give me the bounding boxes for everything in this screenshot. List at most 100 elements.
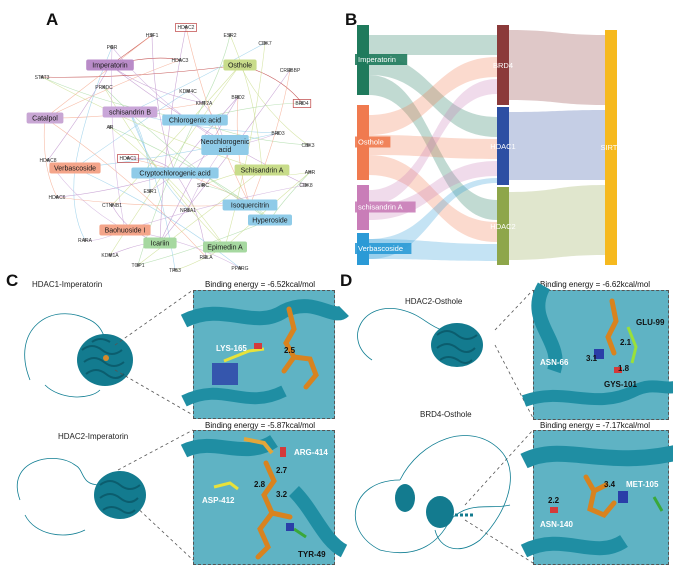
dock-zoom-d-bottom: MET-105 ASN-140 3.4 2.2 (520, 430, 673, 565)
compound-node-isoquercitrin (222, 199, 278, 211)
target-node-ctnnb1 (110, 203, 114, 207)
compound-node-cryptochlorogenic-acid (131, 167, 219, 179)
sankey-source-label-osthole: Osthole (358, 138, 384, 147)
panel-c-label: C (6, 271, 19, 290)
network-edge-1-2 (239, 64, 309, 146)
compound-label-baohuoside-i: Baohuoside I (105, 228, 146, 235)
target-node-hdac2 (184, 25, 188, 29)
compound-node-hyperoside (248, 214, 292, 226)
sankey-sink-link-2 (509, 185, 605, 260)
d-top-distance-2: 1.8 (618, 364, 630, 373)
d-top-residue-0: GLU-99 (636, 318, 665, 327)
sankey-link-1 (369, 55, 497, 137)
sankey-source-label-verbascoside: Verbascoside (358, 244, 403, 253)
network-edge-8-1 (74, 167, 241, 269)
d-bottom-residue-1: ASN-140 (540, 520, 573, 529)
sankey-link-0 (369, 35, 497, 55)
compound-label-epimedin-a: Epimedin A (207, 245, 243, 252)
compound-label-osthole: Osthole (228, 63, 252, 70)
target-node-kdm4c (186, 89, 190, 93)
target-label-kdm4c: KDM4C (179, 89, 197, 95)
target-box-hdac1 (117, 154, 139, 163)
network-edge-13-1 (224, 42, 266, 248)
target-node-cbx3 (306, 143, 310, 147)
target-node-hsf1 (150, 33, 154, 37)
compound-node-baohuoside-i (99, 224, 151, 236)
network-edge-12-2 (159, 26, 187, 244)
panel-d-label: D (340, 271, 353, 290)
target-node-cdk8 (304, 183, 308, 187)
target-label-rara: RARA (78, 238, 93, 244)
sankey-source-label-imperatorin: Imperatorin (358, 55, 396, 64)
sankey-source-label-bg-verbascoside (355, 243, 412, 254)
c-top-residue-0: LYS-165 (216, 344, 247, 353)
sankey-target-label-hdac1: HDAC1 (490, 142, 515, 151)
c-top-title: HDAC1-Imperatorin (32, 280, 103, 289)
compound-label-imperatorin: Imperatorin (92, 63, 128, 70)
compound-label-neochlorogenic-acid-2: acid (219, 147, 232, 154)
target-label-ar: AR (107, 125, 114, 131)
network-edge-4-0 (137, 119, 196, 266)
sankey-target-label-hdac2: HDAC2 (490, 222, 515, 231)
target-node-hdac8 (46, 158, 50, 162)
network-edge-3-2 (44, 34, 153, 119)
target-label-crebbp: CREBBP (280, 68, 301, 74)
network-edge-2-4 (129, 42, 266, 113)
c-bottom-residue-2: TYR-49 (298, 550, 326, 559)
target-node-hdac1 (126, 156, 130, 160)
target-label-pparg: PPARG (231, 266, 248, 272)
target-label-hdac3: HDAC3 (172, 58, 189, 64)
target-label-nr3a1: NR3A1 (180, 208, 196, 214)
compound-target-network: HSF1HDAC2ESR2CDK7PGRHDAC3CREBBPSTAT3PRKD… (26, 23, 316, 274)
network-edge-1-3 (111, 64, 241, 206)
compound-label-hyperoside: Hyperoside (252, 218, 288, 225)
network-edge-3-1 (44, 117, 207, 258)
target-node-stat3 (40, 75, 44, 79)
target-label-esr2: ESR2 (223, 33, 236, 39)
compound-label-chlorogenic-acid: Chlorogenic acid (169, 118, 221, 125)
c-bottom-distance-0: 2.8 (254, 480, 266, 489)
target-label-prkdc: PRKDC (95, 85, 113, 91)
network-edge-9-1 (249, 69, 291, 206)
target-label-hdac8: HDAC8 (40, 158, 57, 164)
network-edge-8-0 (73, 167, 86, 241)
compound-node-catalpol (26, 112, 64, 124)
target-label-brd3: BRD3 (271, 131, 285, 137)
target-label-kmt2a: KMT2A (196, 101, 213, 107)
d-top-distance-0: 2.1 (620, 338, 632, 347)
network-edge-4-1 (194, 34, 231, 121)
d-bottom-distance-0: 3.4 (604, 480, 616, 489)
target-label-pgr: PGR (107, 45, 118, 51)
c-bottom-distance-1: 2.7 (276, 466, 288, 475)
sankey-target-hdac2 (497, 187, 509, 265)
target-node-ahr (308, 170, 312, 174)
network-edge-11-1 (124, 184, 307, 231)
d-bottom-title: BRD4-Osthole (420, 410, 472, 419)
protein-structure-hdac1 (24, 313, 133, 398)
target-label-brd4: BRD4 (295, 101, 309, 107)
dock-zoom-c-bottom: ARG-414 ASP-412 TYR-49 2.8 2.7 3.2 (180, 430, 348, 565)
target-node-top1 (136, 263, 140, 267)
compound-label-neochlorogenic-acid: Neochlorogenic (201, 139, 250, 146)
target-node-kdm1a (108, 253, 112, 257)
target-node-hdac6 (55, 195, 59, 199)
compound-label-icariin: Icariin (151, 241, 170, 248)
c-bottom-residue-1: ASP-412 (202, 496, 235, 505)
target-label-hsf1: HSF1 (146, 33, 159, 39)
target-label-brd2: BRD2 (231, 95, 245, 101)
target-label-esr1: ESR1 (143, 189, 156, 195)
target-node-crebbp (288, 68, 292, 72)
panel-b-label: B (345, 10, 358, 29)
c-bottom-distance-2: 3.2 (276, 490, 288, 499)
target-node-cdk7 (263, 41, 267, 45)
c-bottom-residue-0: ARG-414 (294, 448, 328, 457)
network-edge-2-1 (129, 111, 151, 192)
target-label-ctnnb1: CTNNB1 (102, 203, 122, 209)
c-top-energy: Binding energy = -6.52kcal/mol (205, 280, 316, 289)
target-label-sirc: SIRC (197, 183, 209, 189)
target-node-pparg (238, 266, 242, 270)
sankey-link-3 (369, 57, 497, 135)
d-bottom-residue-0: MET-105 (626, 480, 659, 489)
network-edge-6-4 (151, 34, 176, 174)
sankey-link-6 (369, 79, 497, 205)
